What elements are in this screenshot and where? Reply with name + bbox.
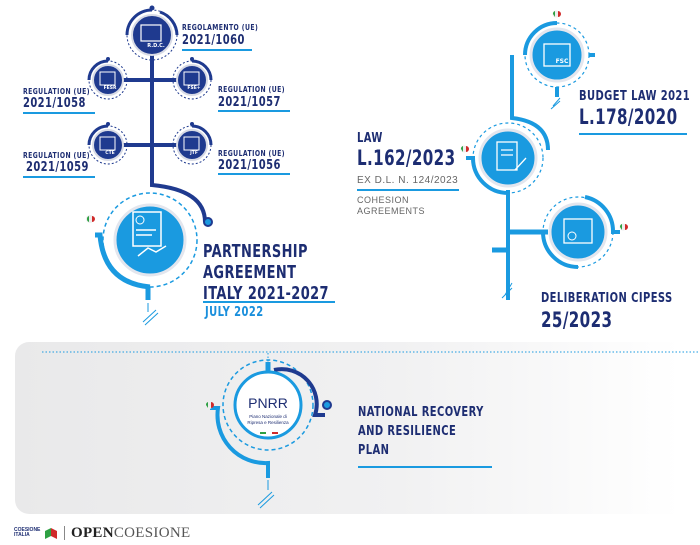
main-regulation-number: 2021/1060 (182, 33, 245, 48)
regulation-label: REGULATION (UE) (218, 149, 286, 158)
law-title: LAW (357, 131, 383, 146)
partnership-node (86, 192, 198, 326)
law-node (460, 122, 544, 195)
pnrr-badge-title: PNRR (248, 395, 288, 411)
underline (218, 110, 290, 112)
regulation-label: REGULATION (UE) (23, 151, 91, 160)
svg-text:CTE: CTE (105, 150, 114, 156)
underline (218, 173, 290, 175)
budget-law-title: BUDGET LAW 2021 (579, 89, 691, 104)
trunk-line (150, 55, 207, 223)
deliberation-node (541, 195, 628, 269)
svg-text:JTF: JTF (189, 150, 198, 156)
regulation-number: 2021/1058 (23, 96, 86, 111)
underline (182, 49, 252, 51)
pnrr-title: PLAN (358, 443, 390, 458)
underline (203, 301, 335, 303)
regulation-number: 2021/1059 (26, 160, 89, 175)
pnrr-badge-sub: Piano Nazionale di (249, 414, 287, 419)
svg-text:FSC: FSC (556, 58, 569, 65)
underline (23, 176, 95, 178)
svg-text:FESR: FESR (104, 85, 117, 91)
budget-law-number: L.178/2020 (579, 105, 678, 129)
regulation-label: REGULATION (UE) (23, 87, 91, 96)
logo-coesione: COESIONE (113, 525, 191, 541)
law-note: COHESION (357, 195, 410, 205)
logo-mark-icon (45, 528, 57, 539)
jtf-node: JTF (172, 122, 213, 165)
partnership-date: JULY 2022 (205, 305, 264, 320)
main-regulation-label: REGOLAMENTO (UE) (182, 23, 259, 32)
connector-dot (203, 217, 213, 227)
deliberation-number: 25/2023 (541, 308, 613, 332)
fesr-node: FESR (87, 57, 128, 100)
opencoesione-logo: COESIONE ITALIA OPENCOESIONE (14, 524, 190, 542)
partnership-title: PARTNERSHIP (203, 241, 308, 262)
partnership-title: AGREEMENT (203, 262, 297, 283)
regulation-label: REGULATION (UE) (218, 85, 286, 94)
budget-law-node: FSC (523, 10, 595, 110)
law-note: AGREEMENTS (357, 206, 426, 216)
svg-text:FSE+: FSE+ (187, 85, 200, 91)
rdc-node: R.D.C. (125, 5, 179, 61)
cte-node: CTE (87, 122, 128, 165)
underline (357, 189, 459, 191)
svg-text:R.D.C.: R.D.C. (147, 43, 165, 49)
coesione-italia-logo: COESIONE ITALIA (14, 527, 41, 538)
right-trunk-upper (510, 55, 550, 151)
fse-node: FSE+ (172, 57, 213, 100)
pnrr-badge-sub: Ripresa e Resilienza (247, 420, 289, 425)
pnrr-title: AND RESILIENCE (358, 424, 457, 439)
law-number: L.162/2023 (357, 146, 456, 170)
regulation-number: 2021/1056 (218, 158, 281, 173)
logo-open: OPEN (71, 525, 114, 541)
regulation-number: 2021/1057 (218, 95, 281, 110)
logo-separator (64, 526, 65, 540)
deliberation-title: DELIBERATION CIPESS (541, 291, 673, 306)
underline (579, 133, 687, 135)
underline (23, 112, 95, 114)
pnrr-panel (15, 342, 700, 514)
law-subtitle: EX D.L. N. 124/2023 (357, 175, 459, 186)
pnrr-node: PNRR Piano Nazionale di Ripresa e Resili… (205, 353, 332, 509)
branch-lines (122, 78, 178, 147)
partnership-title: ITALY 2021-2027 (203, 283, 329, 304)
underline (358, 466, 492, 468)
pnrr-title: NATIONAL RECOVERY (358, 405, 484, 420)
